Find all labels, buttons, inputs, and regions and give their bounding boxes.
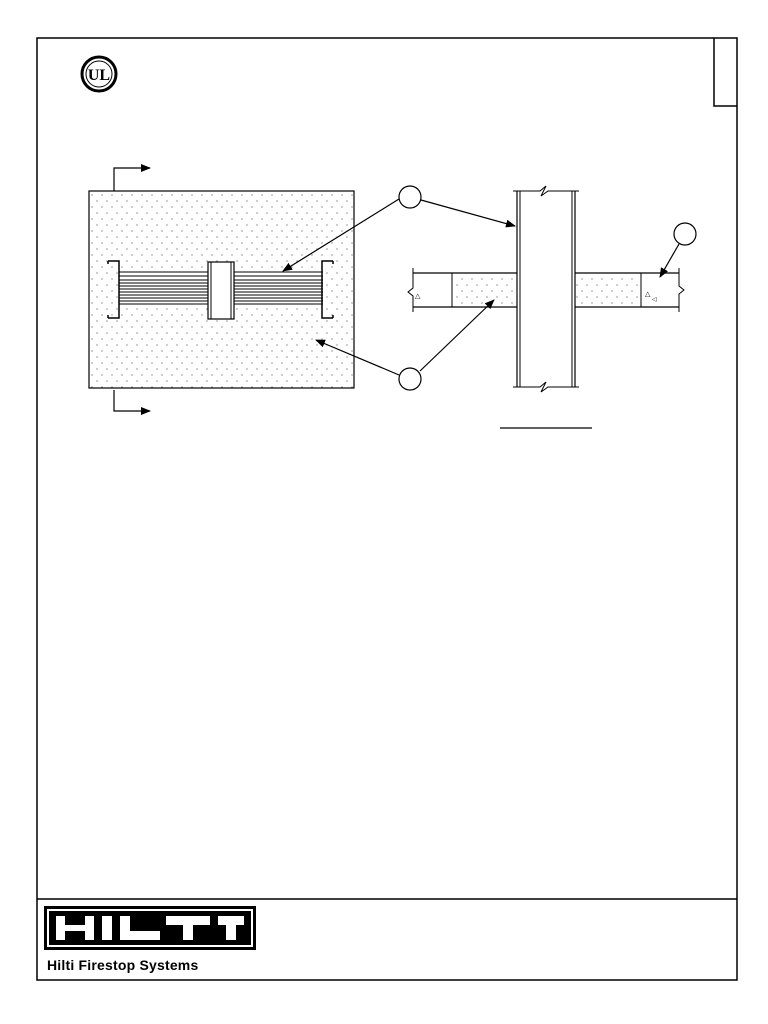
leader-upper-to-cables: [282, 198, 400, 272]
svg-text:◁: ◁: [652, 296, 657, 303]
hilti-logo: [44, 906, 256, 950]
callout-bubble-lower: [398, 367, 422, 391]
leader-lower-to-section: [419, 299, 495, 372]
plan-view: [88, 164, 355, 415]
tray-center-support: [207, 261, 235, 320]
cable-tray-channel-left: [107, 260, 120, 319]
section-cut-marker-top: [113, 164, 151, 191]
section-view: △ △ ◁: [407, 185, 685, 429]
callout-bubble-right: [673, 222, 697, 246]
section-cut-marker-bottom: [113, 390, 151, 415]
sheet-tab: [713, 38, 737, 107]
svg-text:△: △: [645, 290, 651, 298]
floor-slab-section-left: △: [407, 268, 517, 312]
ul-certification-mark: UL: [80, 55, 118, 93]
leader-lower-to-slab: [315, 339, 400, 376]
cable-tray-channel-right: [321, 260, 334, 319]
cable-tray-section: [513, 185, 579, 393]
sheet-border: [36, 37, 738, 981]
leader-upper-to-tray: [420, 199, 516, 228]
leader-right-to-slab: [659, 243, 680, 278]
ul-mark-text: UL: [88, 67, 110, 84]
company-name-text: Hilti Firestop Systems: [47, 957, 199, 973]
svg-text:△: △: [415, 292, 421, 300]
callout-bubble-upper: [398, 185, 422, 209]
floor-slab-section-right: △ ◁: [575, 268, 685, 312]
